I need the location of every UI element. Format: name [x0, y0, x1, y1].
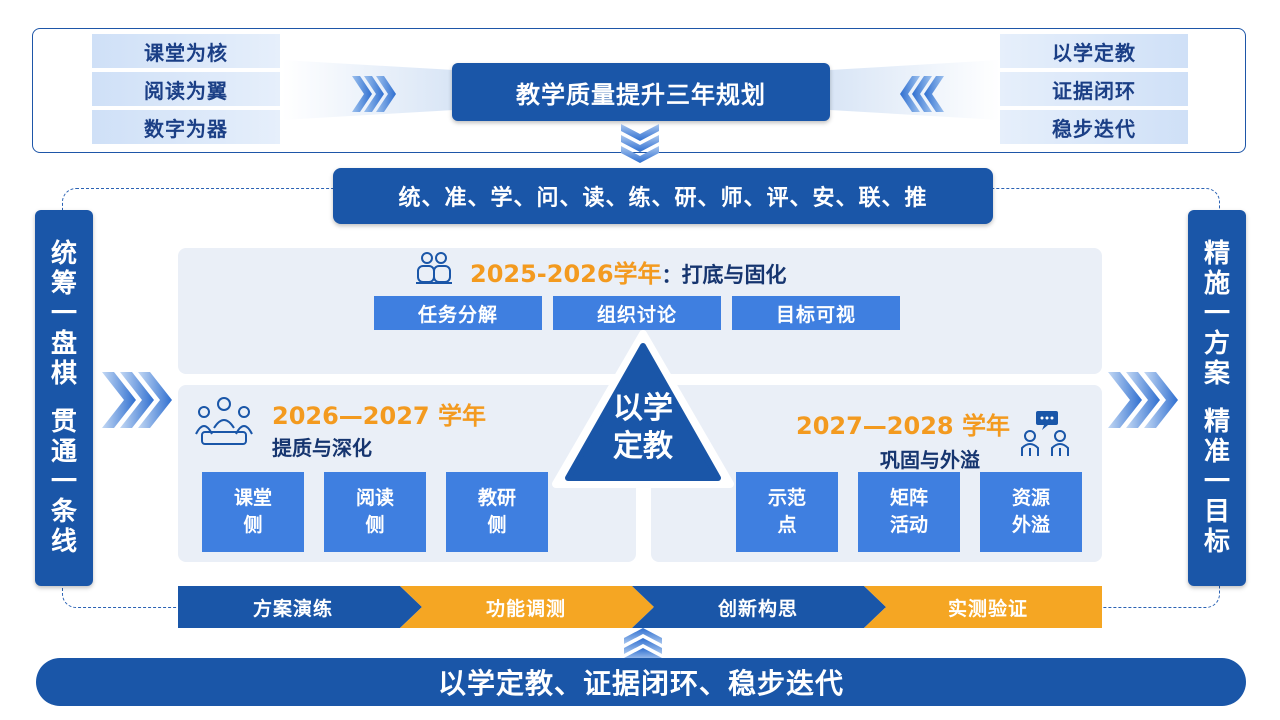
center-label: 以学 定教: [598, 390, 688, 466]
phase3-item-line: 点: [777, 514, 797, 536]
chevron-right-icon: [1108, 372, 1178, 428]
phase3-theme: 巩固与外溢: [880, 448, 980, 472]
phase2-item-line: 侧: [243, 514, 263, 536]
right-column-char: 精: [1203, 407, 1230, 437]
chevron-left-icon: [900, 76, 944, 112]
left-column-char: 条: [50, 497, 77, 527]
phase1-colon: ：: [661, 263, 682, 287]
phase2-item-line: 阅读: [355, 487, 394, 509]
chevron-right-icon: [352, 76, 396, 112]
left-column: 统 筹 一 盘 棋 贯 通 一 条 线: [35, 210, 93, 586]
phase2-item-line: 课堂: [233, 487, 272, 509]
discussion-icon: [1021, 411, 1069, 456]
meeting-icon: [195, 397, 253, 445]
right-column-char: 一: [1203, 467, 1230, 497]
right-column-char: 精: [1203, 239, 1230, 269]
chevron-down-icon: [621, 124, 659, 163]
right-column-char: 准: [1203, 437, 1230, 467]
top-left-item: 数字为器: [92, 110, 280, 144]
phase3-item: 矩阵 活动: [858, 472, 960, 552]
step-bar: [178, 586, 1102, 628]
phase2-item-line: 侧: [487, 514, 507, 536]
phase1-task: 任务分解: [374, 296, 542, 330]
plan-title: 教学质量提升三年规划: [452, 63, 830, 121]
center-triangle: [552, 330, 734, 488]
left-column-char: 盘: [50, 329, 77, 359]
top-left-item: 阅读为翼: [92, 72, 280, 106]
chevron-right-icon: [102, 372, 172, 428]
phase1-theme: 打底与固化: [681, 263, 787, 287]
principles-bar: 统、准、学、问、读、练、研、师、评、安、联、推: [333, 168, 993, 224]
step-label: 功能调测: [485, 597, 566, 620]
right-column: 精 施 一 方 案 精 准 一 目 标: [1188, 210, 1246, 586]
phase1-task: 目标可视: [732, 296, 900, 330]
phase3-year: 2027—2028 学年: [796, 412, 1010, 440]
step-label: 实测验证: [947, 597, 1028, 620]
left-column-char: 统: [50, 239, 77, 269]
phase3-item-line: 资源: [1011, 487, 1050, 509]
phase2-item-line: 教研: [477, 487, 516, 509]
phase3-item-line: 示范: [767, 487, 806, 509]
phase2-item: 阅读 侧: [324, 472, 426, 552]
phase2-theme: 提质与深化: [272, 436, 372, 460]
center-label-line: 以学: [613, 391, 673, 426]
phase1-heading: 2025-2026学年 ： 打底与固化: [470, 254, 787, 288]
people-icon: [416, 252, 452, 284]
phase1-task: 组织讨论: [553, 296, 721, 330]
phase3-item-line: 矩阵: [889, 487, 928, 509]
top-right-item: 稳步迭代: [1000, 110, 1188, 144]
phase2-year: 2026—2027 学年: [272, 402, 486, 430]
phase3-item-line: 活动: [889, 514, 928, 536]
center-label-line: 定教: [613, 429, 673, 464]
left-column-char: 贯: [50, 407, 77, 437]
phase3-item: 资源 外溢: [980, 472, 1082, 552]
left-column-char: 一: [50, 299, 77, 329]
phase1-year: 2025-2026学年: [470, 260, 662, 288]
top-right-item: 以学定教: [1000, 34, 1188, 68]
right-column-char: 一: [1203, 299, 1230, 329]
left-column-char: 一: [50, 467, 77, 497]
top-left-item: 课堂为核: [92, 34, 280, 68]
phase3-item-line: 外溢: [1011, 514, 1050, 536]
right-column-char: 目: [1203, 497, 1230, 527]
right-column-char: 施: [1203, 269, 1230, 299]
right-column-char: 标: [1203, 527, 1230, 557]
bottom-slogan: 以学定教、证据闭环、稳步迭代: [36, 658, 1246, 706]
left-column-char: 筹: [50, 269, 77, 299]
left-column-char: 棋: [50, 359, 77, 389]
right-column-char: 方: [1203, 329, 1230, 359]
right-column-char: 案: [1203, 359, 1230, 389]
phase3-item: 示范 点: [736, 472, 838, 552]
phase2-item-line: 侧: [365, 514, 385, 536]
left-column-char: 通: [50, 437, 77, 467]
top-right-item: 证据闭环: [1000, 72, 1188, 106]
phase2-item: 教研 侧: [446, 472, 548, 552]
step-label: 创新构思: [717, 597, 798, 620]
phase2-item: 课堂 侧: [202, 472, 304, 552]
step-label: 方案演练: [252, 597, 333, 620]
left-column-char: 线: [50, 527, 77, 557]
chevron-up-icon: [624, 628, 662, 660]
